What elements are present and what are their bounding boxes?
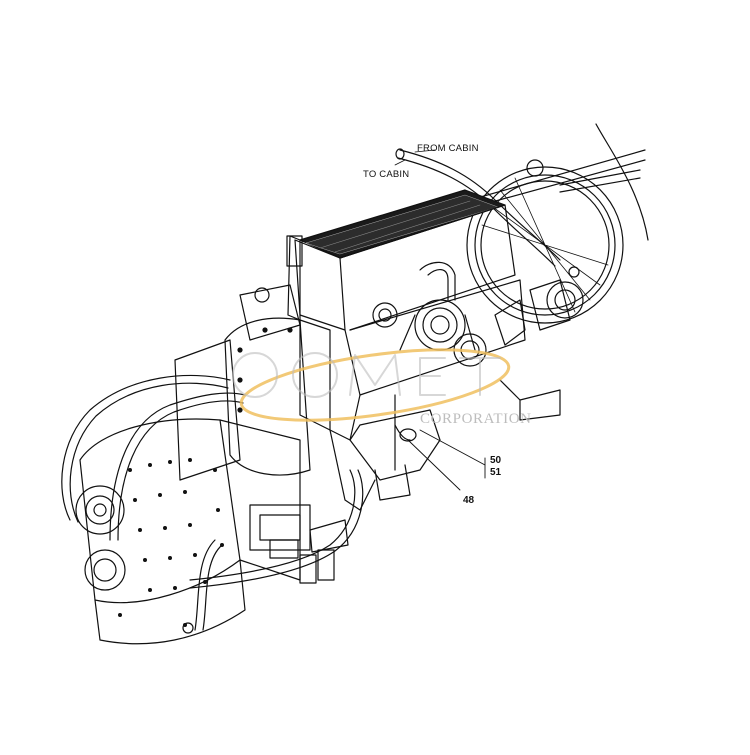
transmission xyxy=(75,418,311,645)
hood-edge-line xyxy=(595,123,649,241)
callout-51: 51 xyxy=(490,467,502,478)
from-cabin-label: FROM CABIN xyxy=(417,143,479,154)
cabin-tubes xyxy=(395,148,646,267)
bell-housing xyxy=(174,284,311,481)
from-cabin-leader xyxy=(414,149,436,153)
engine-mount xyxy=(499,379,561,421)
alternator xyxy=(529,266,584,331)
turbocharger xyxy=(372,261,526,367)
to-cabin-leader xyxy=(394,159,406,166)
callout-50: 50 xyxy=(490,455,502,466)
valve-cover xyxy=(299,189,506,259)
coolant-hose-48 xyxy=(394,424,461,491)
to-cabin-label: TO CABIN xyxy=(363,169,410,180)
watermark-letters xyxy=(232,352,501,398)
watermark-logo xyxy=(239,348,511,422)
crankcase xyxy=(329,394,441,511)
transmission-hoses xyxy=(61,374,364,634)
engine-block xyxy=(286,204,526,441)
callout-48: 48 xyxy=(463,495,475,506)
cooling-fan xyxy=(466,159,624,324)
filters xyxy=(269,519,349,584)
watermark-company-text: CORPORATION xyxy=(420,411,532,427)
callout-leaders xyxy=(419,429,486,479)
